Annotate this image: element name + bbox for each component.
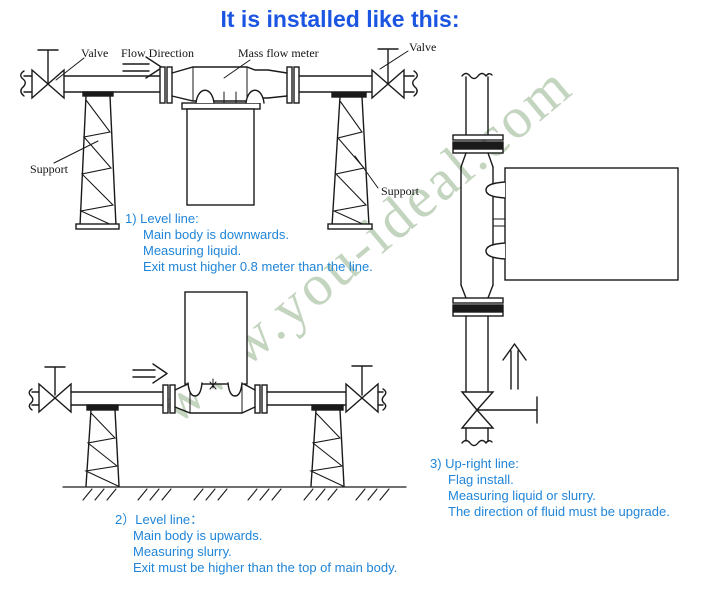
note3-line: Measuring liquid or slurry. [448,488,596,503]
mounting-plate [181,102,261,110]
flow-arrow [132,363,168,384]
support-left [82,91,114,97]
note3-line: The direction of fluid must be upgrade. [448,504,670,519]
support-right [331,92,367,98]
note1-line: Measuring liquid. [143,243,242,258]
main-body-box-down [186,108,255,206]
support-right [311,404,344,411]
flow-direction-label: Flow Direction [121,46,194,60]
main-body-box-side [504,167,679,281]
main-body-box-up [184,291,248,385]
valve-right-label: Valve [409,40,437,54]
page-title: It is installed like this: [220,6,460,32]
support-right-label: Support [381,184,420,198]
flow-arrow [122,56,163,79]
support-left-label: Support [30,162,69,176]
support-left [86,404,119,411]
diagram-level-line-upwards [28,291,407,501]
mass-flow-meter-label: Mass flow meter [238,46,319,60]
diagram-level-line-downwards [20,48,418,230]
note1-line: Exit must higher 0.8 meter than the line… [143,259,373,274]
note2-line: Exit must be higher than the top of main… [133,560,398,575]
note3-heading: 3) Up-right line: [430,456,519,471]
note1-heading: 1) Level line: [125,211,199,226]
note3-line: Flag install. [448,472,514,487]
note-level-line-downwards: 1) Level line: Main body is downwards. M… [125,211,373,275]
note2-heading: 2）Level line： [115,512,204,527]
valve-bottom [460,391,495,429]
meter-body [171,66,288,102]
note2-line: Main body is upwards. [133,528,263,543]
pipe-break-bottom [461,439,493,447]
valve-right [345,382,379,414]
note1-line: Main body is downwards. [143,227,289,242]
note2-line: Measuring slurry. [133,544,232,559]
pipe-break-top [461,72,493,80]
diagram-up-right-line [452,72,679,447]
note-level-line-upwards: 2）Level line： Main body is upwards. Meas… [115,512,397,576]
flow-arrow-up [502,343,527,390]
ground-hatching [82,488,390,501]
valve-left [38,382,72,414]
valve-left-label: Valve [81,46,109,60]
pipe-break-left [20,70,26,97]
meter-body [460,166,494,286]
note-up-right-line: 3) Up-right line: Flag install. Measurin… [430,456,670,520]
